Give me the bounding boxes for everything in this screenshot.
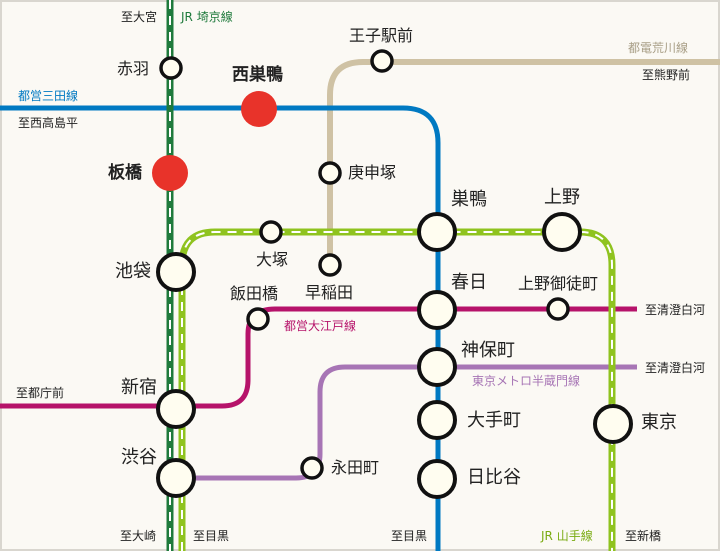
direction-tochomae: 至都庁前 [16, 386, 65, 400]
direction-kumanomae: 至熊野前 [642, 68, 691, 82]
station-jimbocho-label: 神保町 [461, 340, 515, 361]
station-koshinzuka-marker[interactable] [318, 161, 342, 185]
arakawa-line [327, 59, 720, 258]
station-hibiya-label: 日比谷 [467, 467, 521, 488]
station-nishisugamo-label: 西巣鴨 [232, 65, 283, 85]
direction-omiya: 至大宮 [121, 10, 158, 24]
station-ikebukuro-marker[interactable] [156, 252, 196, 292]
station-otemachi-marker[interactable] [417, 400, 457, 440]
station-sugamo-label: 巣鴨 [451, 189, 487, 210]
direction-kiyosumi-oedo: 至清澄白河 [645, 303, 706, 317]
station-shinjuku-label: 新宿 [121, 377, 157, 398]
station-tokyo-marker[interactable] [593, 404, 633, 444]
line-name-saikyo: JR 埼京線 [181, 10, 233, 24]
station-akabane-label: 赤羽 [117, 59, 150, 78]
station-nishisugamo-marker[interactable] [241, 91, 277, 127]
direction-nishitakashimadaira: 至西高島平 [18, 116, 79, 130]
station-hibiya-marker[interactable] [417, 459, 457, 499]
station-koshinzuka-label: 庚申塚 [348, 163, 397, 182]
station-uenookachimachi-marker[interactable] [546, 297, 570, 321]
station-shibuya-label: 渋谷 [121, 447, 157, 468]
station-shinjuku-marker[interactable] [156, 389, 196, 429]
line-name-oedo: 都営大江戸線 [284, 319, 357, 333]
station-kasuga-label: 春日 [451, 272, 487, 293]
station-ueno-marker[interactable] [542, 212, 582, 252]
station-ueno-label: 上野 [544, 187, 580, 208]
station-otsuka-label: 大塚 [256, 250, 289, 269]
mita-line [0, 105, 441, 551]
station-waseda-label: 早稲田 [305, 283, 354, 302]
station-iidabashi-label: 飯田橋 [230, 284, 279, 303]
station-ikebukuro-label: 池袋 [115, 261, 151, 282]
station-itabashi-marker[interactable] [152, 155, 188, 191]
direction-shimbashi: 至新橋 [625, 529, 662, 543]
station-jimbocho-marker[interactable] [417, 347, 457, 387]
line-name-arakawa: 都電荒川線 [628, 41, 689, 55]
station-otsuka-marker[interactable] [259, 220, 283, 244]
station-nagatacho-label: 永田町 [331, 458, 380, 477]
line-name-mita: 都営三田線 [18, 89, 79, 103]
station-akabane-marker[interactable] [159, 56, 183, 80]
station-itabashi-label: 板橋 [108, 163, 142, 183]
station-waseda-marker[interactable] [318, 253, 342, 277]
line-name-hanzomon: 東京メトロ半蔵門線 [472, 374, 581, 388]
yamanote-line-dash [181, 231, 613, 551]
station-ojiekimae-label: 王子駅前 [349, 26, 414, 45]
station-kasuga-marker[interactable] [417, 290, 457, 330]
line-name-yamanote: JR 山手線 [541, 529, 593, 543]
direction-osaki: 至大崎 [120, 529, 157, 543]
direction-meguro-mid: 至目黒 [391, 529, 428, 543]
station-iidabashi-marker[interactable] [246, 307, 270, 331]
station-tokyo-label: 東京 [641, 412, 677, 433]
station-uenookachimachi-label: 上野御徒町 [518, 274, 599, 293]
station-shibuya-marker[interactable] [156, 458, 196, 498]
station-nagatacho-marker[interactable] [300, 456, 324, 480]
direction-meguro-left: 至目黒 [193, 529, 230, 543]
station-sugamo-marker[interactable] [417, 212, 457, 252]
station-ojiekimae-marker[interactable] [370, 49, 394, 73]
station-otemachi-label: 大手町 [467, 410, 521, 431]
direction-kiyosumi-hanzomon: 至清澄白河 [645, 361, 706, 375]
